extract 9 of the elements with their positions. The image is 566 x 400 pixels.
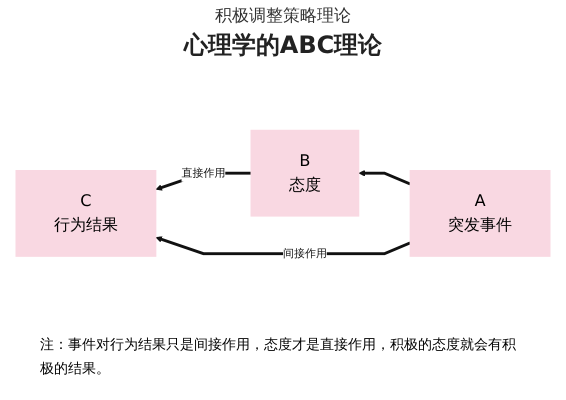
arrow bbox=[358, 170, 411, 186]
node-box: A 突发事件 bbox=[410, 170, 551, 257]
edge-label: 间接作用 bbox=[283, 246, 327, 260]
edge-label: 直接作用 bbox=[182, 166, 226, 180]
note-text: 注：事件对行为结果只是间接作用，态度才是直接作用，积极的态度就会有积极的结果。 bbox=[40, 336, 517, 379]
diagram-title: 心理学的ABC理论 bbox=[184, 30, 382, 61]
node-box: C 行为结果 bbox=[15, 170, 156, 257]
overlay-text: 积极调整策略理论 bbox=[215, 5, 351, 27]
node-box: B 态度 bbox=[250, 130, 360, 217]
